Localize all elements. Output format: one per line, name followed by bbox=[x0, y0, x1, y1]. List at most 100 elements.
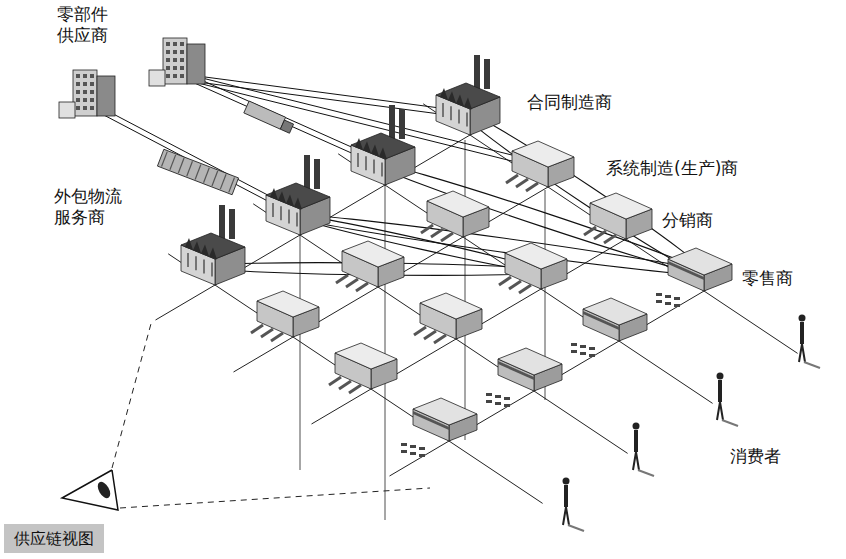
chimney bbox=[389, 105, 395, 139]
pipe bbox=[519, 285, 531, 293]
car bbox=[401, 450, 407, 453]
part-label: 零部件 供应商 bbox=[55, 4, 120, 47]
window-stripe bbox=[272, 203, 274, 217]
store-roof bbox=[668, 248, 732, 275]
car bbox=[410, 452, 416, 455]
pipe bbox=[414, 327, 426, 335]
store-icon bbox=[571, 298, 647, 357]
warehouse-roof bbox=[505, 243, 567, 269]
car bbox=[495, 395, 501, 398]
car bbox=[589, 354, 595, 357]
chimney bbox=[399, 109, 405, 139]
consumer-figure bbox=[563, 478, 585, 532]
grid-line bbox=[465, 140, 466, 440]
car bbox=[674, 304, 680, 307]
warehouse-icon bbox=[421, 191, 489, 241]
grid-line bbox=[390, 276, 730, 476]
grid-line bbox=[312, 224, 652, 424]
grid-line bbox=[423, 104, 797, 354]
part-label: 合同制造商 bbox=[525, 92, 614, 113]
head bbox=[563, 478, 570, 485]
legs bbox=[717, 402, 723, 420]
supplier-annex bbox=[59, 102, 75, 118]
store-band bbox=[498, 361, 534, 380]
supplier-tower bbox=[163, 38, 187, 84]
warehouse-roof bbox=[335, 343, 397, 369]
window bbox=[180, 50, 184, 54]
train-rib bbox=[212, 171, 218, 186]
window-stripe bbox=[296, 213, 298, 227]
view-line bbox=[120, 488, 430, 508]
pipe bbox=[271, 333, 283, 341]
window bbox=[83, 98, 87, 102]
window bbox=[83, 82, 87, 86]
warehouse-roof bbox=[427, 191, 489, 217]
window-stripe bbox=[381, 163, 383, 177]
window bbox=[83, 106, 87, 110]
window bbox=[76, 74, 80, 78]
train-rib bbox=[187, 161, 193, 176]
pipe bbox=[431, 229, 443, 237]
pipe bbox=[329, 377, 341, 385]
roof-tooth bbox=[294, 198, 302, 210]
window-stripe bbox=[450, 106, 452, 120]
window-stripe bbox=[280, 206, 282, 220]
window bbox=[83, 74, 87, 78]
roof-tooth bbox=[270, 188, 278, 200]
store-icon bbox=[486, 348, 562, 407]
factory-icon bbox=[181, 205, 245, 285]
pipe bbox=[526, 183, 538, 191]
eye-pupil bbox=[95, 480, 113, 501]
shadow bbox=[568, 525, 584, 531]
car bbox=[665, 295, 671, 298]
store-band bbox=[413, 411, 449, 430]
eye-outline bbox=[62, 470, 118, 510]
supply-line bbox=[190, 75, 548, 164]
roof-tooth bbox=[464, 98, 472, 110]
eye-symbol bbox=[62, 320, 430, 510]
warehouse-roof bbox=[420, 293, 482, 319]
supplier-side bbox=[187, 44, 205, 84]
car bbox=[486, 400, 492, 403]
body bbox=[800, 322, 804, 344]
pipe bbox=[434, 335, 446, 343]
train-rib bbox=[178, 158, 184, 173]
window bbox=[180, 58, 184, 62]
train-icon bbox=[157, 149, 238, 194]
store-roof bbox=[413, 398, 477, 425]
chimney bbox=[219, 205, 225, 239]
window bbox=[90, 98, 94, 102]
warehouse-icon bbox=[584, 193, 652, 243]
pipe bbox=[251, 325, 263, 333]
pipe bbox=[424, 331, 436, 339]
car bbox=[571, 350, 577, 353]
roof-tooth bbox=[448, 91, 456, 103]
shadow bbox=[638, 470, 654, 476]
consumer-figure bbox=[633, 423, 655, 477]
car bbox=[589, 347, 595, 350]
head bbox=[799, 315, 806, 322]
roof-tooth bbox=[379, 148, 387, 160]
figures bbox=[62, 315, 820, 532]
car bbox=[656, 300, 662, 303]
window bbox=[166, 66, 170, 70]
factory-icon bbox=[266, 155, 330, 235]
pipe bbox=[441, 233, 453, 241]
body bbox=[634, 430, 638, 452]
warehouse-roof bbox=[257, 291, 319, 317]
roof-tooth bbox=[355, 138, 363, 150]
pipe bbox=[516, 179, 528, 187]
body bbox=[564, 485, 568, 507]
train-rib bbox=[229, 177, 235, 192]
window-stripe bbox=[373, 159, 375, 173]
car bbox=[580, 345, 586, 348]
pipe bbox=[421, 225, 433, 233]
window bbox=[76, 82, 80, 86]
car bbox=[401, 443, 407, 446]
pipe bbox=[604, 235, 616, 243]
part-label: 外包物流 服务商 bbox=[52, 186, 134, 229]
supplier-annex bbox=[149, 70, 165, 86]
grid-line bbox=[234, 172, 574, 372]
pipe bbox=[261, 329, 273, 337]
pipe bbox=[349, 385, 361, 393]
